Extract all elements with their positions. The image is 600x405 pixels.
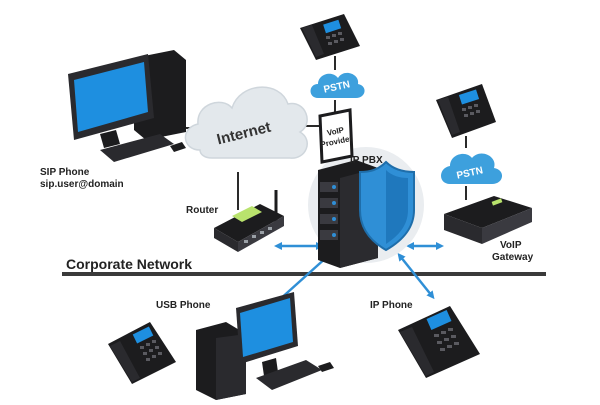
sip-phone-label: SIP Phone bbox=[40, 167, 90, 178]
usb-phone-label: USB Phone bbox=[156, 300, 211, 311]
pstn-right-label: PSTN bbox=[456, 165, 484, 181]
ip-pbx-label: IP PBX bbox=[350, 155, 383, 166]
cloud-icon bbox=[441, 153, 503, 184]
cloud-icon bbox=[184, 86, 308, 159]
router-label: Router bbox=[186, 205, 219, 216]
voip-gateway-label-2: Gateway bbox=[492, 252, 534, 263]
cloud-icon bbox=[310, 72, 365, 98]
desk-phone-icon bbox=[398, 306, 480, 378]
gateway-box-icon bbox=[444, 196, 532, 244]
desktop-computer-icon bbox=[196, 292, 334, 400]
corporate-network-label: Corporate Network bbox=[66, 256, 193, 272]
shield-icon bbox=[359, 160, 415, 252]
desktop-computer-icon bbox=[68, 50, 186, 162]
pstn-top-label: PSTN bbox=[323, 79, 351, 95]
ip-phone-label: IP Phone bbox=[370, 300, 413, 311]
pbx-ipphone-arrow bbox=[397, 252, 435, 300]
desk-phone-icon bbox=[108, 322, 176, 384]
voip-gateway-label-1: VoIP bbox=[500, 240, 522, 251]
router-icon bbox=[214, 190, 284, 252]
voip-provider-box bbox=[318, 108, 354, 164]
sip-address-label: sip.user@domain bbox=[40, 179, 124, 190]
desk-phone-icon bbox=[436, 84, 496, 138]
voip-provider-label-1: VoIP bbox=[326, 125, 345, 138]
desk-phone-icon bbox=[300, 14, 360, 60]
